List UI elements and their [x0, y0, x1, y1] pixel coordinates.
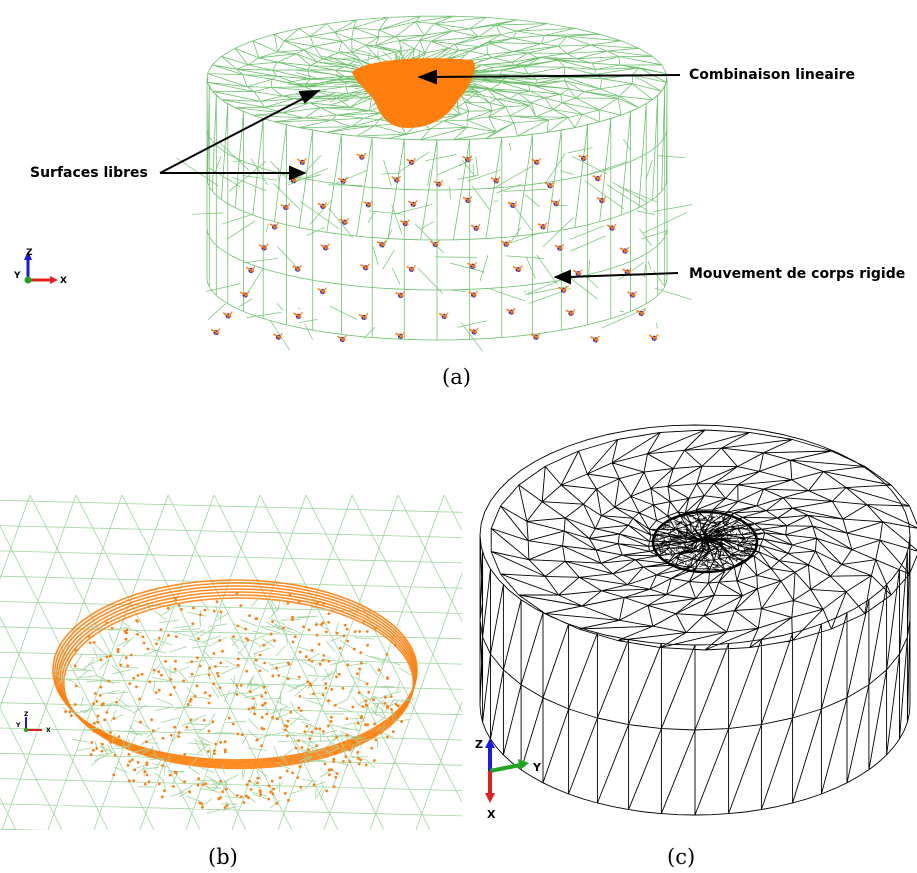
axis-x-label: X	[60, 276, 67, 286]
label-linear-combination: Combinaison lineaire	[689, 67, 856, 83]
axis-z-label: Z	[24, 711, 29, 718]
caption-c: (c)	[667, 845, 696, 869]
caption-a: (a)	[442, 365, 471, 389]
panel-b-hemisphere-figure: Z Y X	[0, 495, 462, 830]
panel-c-refined-mesh-figure: Z Y X	[475, 424, 917, 821]
annotation-arrows	[159, 69, 681, 285]
label-free-surfaces: Surfaces libres	[30, 165, 148, 181]
caption-b: (b)	[208, 845, 238, 869]
hemisphere-node-mesh	[51, 579, 418, 814]
axis-triad-c: Z Y X	[475, 738, 542, 821]
axis-triad-a: Z Y X	[13, 248, 67, 286]
rigid-body-constraint-markers	[210, 152, 659, 343]
axis-y-label: Y	[13, 271, 21, 281]
axis-y-label: Y	[532, 761, 542, 774]
axis-x-label: X	[487, 808, 496, 821]
panel-a-mesh-figure: Z Y X	[13, 15, 693, 352]
axis-z-label: Z	[475, 738, 483, 751]
panel-b: Z Y X	[0, 495, 462, 830]
panel-a: Z Y X Combinaison lineaire Surfaces libr…	[0, 0, 917, 395]
axis-triad-b: Z Y X	[15, 711, 51, 734]
refined-cylinder-mesh	[479, 424, 917, 816]
axis-y-label: Y	[15, 722, 21, 729]
axis-z-label: Z	[26, 248, 33, 258]
label-rigid-body-motion: Mouvement de corps rigide	[689, 266, 906, 282]
panel-c: Z Y X	[465, 405, 917, 825]
axis-x-label: X	[46, 727, 51, 734]
linear-combination-region	[352, 58, 475, 128]
